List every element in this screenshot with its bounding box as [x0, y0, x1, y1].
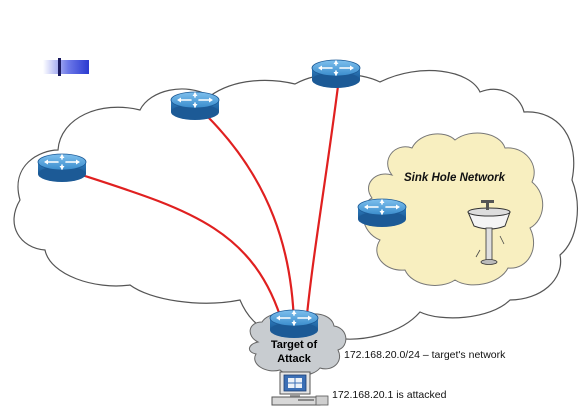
target-label-line1: Target of: [271, 339, 318, 351]
router-icon: [269, 309, 319, 339]
attacked-host-annotation: 172.168.20.1 is attacked: [332, 389, 447, 401]
router-icon: [170, 91, 220, 121]
attack-paths: [83, 84, 340, 327]
router-icon: [311, 59, 361, 89]
sinkhole-cloud: [362, 132, 544, 286]
attack-path: [206, 115, 296, 327]
router-icon: [357, 198, 407, 228]
target-label-line2: Attack: [277, 353, 312, 365]
legend-marker-icon: [43, 58, 89, 76]
computer-icon: [271, 371, 329, 406]
sinkhole-title: Sink Hole Network: [404, 172, 506, 184]
sink-icon: [467, 200, 511, 265]
target-network-annotation: 172.168.20.0/24 – target's network: [344, 349, 506, 361]
attack-path: [304, 84, 340, 327]
attack-path: [83, 174, 285, 327]
router-icon: [37, 153, 87, 183]
